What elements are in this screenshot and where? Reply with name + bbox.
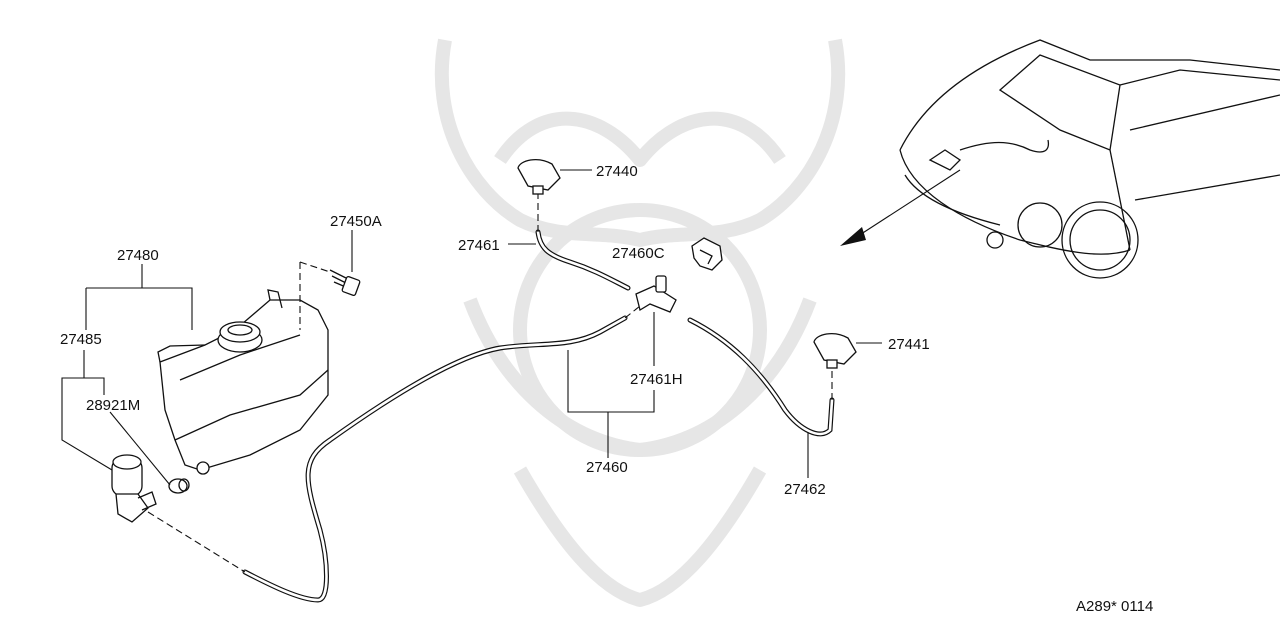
washer-pump [111,454,157,523]
nozzle-27441 [813,332,857,369]
label-27460C: 27460C [612,245,665,262]
pump-hose-dash [147,511,246,573]
bolt-27450A [299,261,361,330]
joint-dash [624,305,641,319]
washer-hoses [242,229,835,603]
label-27480: 27480 [117,247,159,264]
watermark-emblem [434,38,846,607]
label-27440: 27440 [596,163,638,180]
label-28921M: 28921M [86,397,140,414]
label-27450A: 27450A [330,213,382,230]
label-27460: 27460 [586,459,628,476]
label-27461: 27461 [458,237,500,254]
nozzle-27440 [517,158,561,195]
label-27462: 27462 [784,481,826,498]
label-27461H: 27461H [630,371,683,388]
washer-tank [157,289,329,475]
leader-lines [61,169,882,486]
t-joint-27461H [635,275,677,313]
car-pointer-arrow [854,169,961,239]
car-illustration [840,39,1280,279]
grommet-28921M [168,478,190,494]
clip-27460C [691,237,723,271]
label-27441: 27441 [888,336,930,353]
reference-code: A289* 0114 [1076,598,1153,615]
label-27485: 27485 [60,331,102,348]
